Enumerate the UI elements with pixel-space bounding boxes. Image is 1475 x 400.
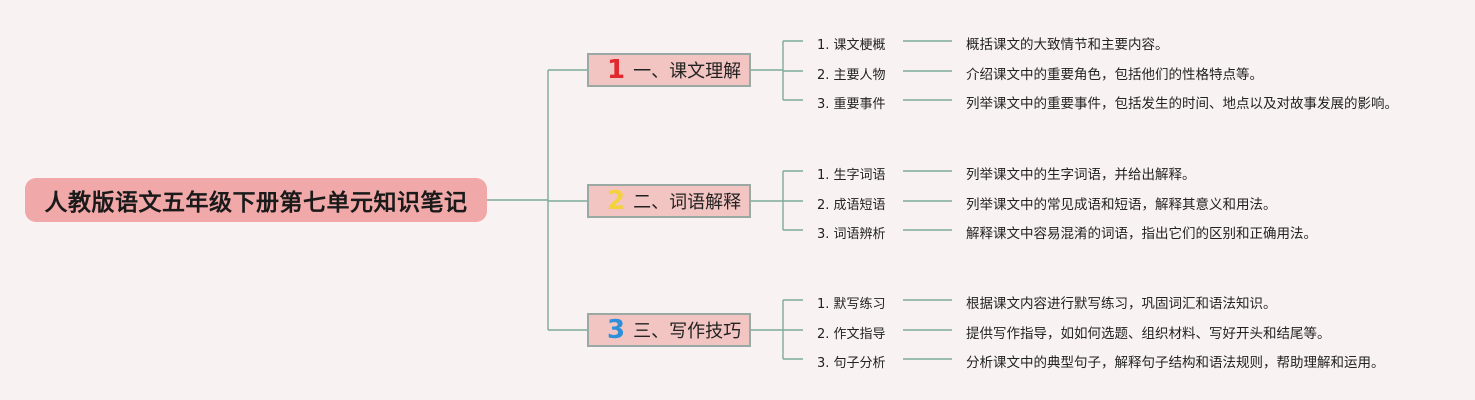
- subtopic-label[interactable]: 3. 句子分析: [817, 356, 886, 371]
- branch-title: 一、课文理解: [633, 61, 742, 82]
- subtopic-label[interactable]: 1. 课文梗概: [817, 38, 886, 53]
- subtopic-label[interactable]: 1. 默写练习: [817, 297, 886, 312]
- number-3-icon: 3: [607, 315, 626, 345]
- subtopic-label[interactable]: 2. 成语短语: [817, 198, 886, 213]
- branch-topic-3[interactable]: 3 三、写作技巧: [587, 313, 751, 347]
- branch-topic-2[interactable]: 2 二、词语解释: [587, 184, 751, 218]
- subtopic-label[interactable]: 3. 重要事件: [817, 97, 886, 112]
- subtopic-description[interactable]: 列举课文中的常见成语和短语，解释其意义和用法。: [966, 197, 1277, 213]
- subtopic-description[interactable]: 分析课文中的典型句子，解释句子结构和语法规则，帮助理解和运用。: [966, 355, 1385, 371]
- root-title: 人教版语文五年级下册第七单元知识笔记: [44, 190, 468, 216]
- number-1-icon: 1: [607, 55, 626, 85]
- branch-title: 二、词语解释: [633, 192, 742, 213]
- subtopic-description[interactable]: 解释课文中容易混淆的词语，指出它们的区别和正确用法。: [966, 226, 1317, 242]
- subtopic-description[interactable]: 根据课文内容进行默写练习，巩固词汇和语法知识。: [966, 296, 1277, 312]
- number-2-icon: 2: [607, 186, 626, 216]
- subtopic-description[interactable]: 列举课文中的重要事件，包括发生的时间、地点以及对故事发展的影响。: [966, 96, 1398, 112]
- root-topic[interactable]: 人教版语文五年级下册第七单元知识笔记: [25, 178, 487, 222]
- subtopic-label[interactable]: 2. 作文指导: [817, 327, 886, 342]
- subtopic-description[interactable]: 列举课文中的生字词语，并给出解释。: [966, 167, 1196, 183]
- subtopic-label[interactable]: 1. 生字词语: [817, 168, 886, 183]
- subtopic-description[interactable]: 概括课文的大致情节和主要内容。: [966, 37, 1169, 53]
- subtopic-description[interactable]: 提供写作指导，如如何选题、组织材料、写好开头和结尾等。: [966, 326, 1331, 342]
- branch-title: 三、写作技巧: [633, 321, 742, 342]
- subtopic-label[interactable]: 2. 主要人物: [817, 68, 886, 83]
- subtopic-label[interactable]: 3. 词语辨析: [817, 227, 886, 242]
- branch-topic-1[interactable]: 1 一、课文理解: [587, 53, 751, 87]
- subtopic-description[interactable]: 介绍课文中的重要角色，包括他们的性格特点等。: [966, 67, 1263, 83]
